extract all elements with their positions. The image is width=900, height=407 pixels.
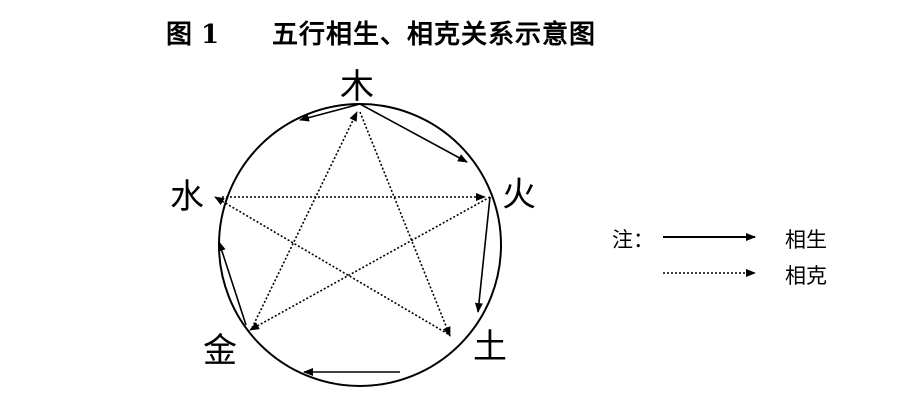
generating-arrow-wood-fire-1	[359, 103, 468, 163]
figure-number: 图 1	[166, 20, 220, 50]
generating-cycle-circle	[218, 103, 502, 387]
figure-title: 五行相生、相克关系示意图	[272, 20, 597, 50]
element-metal-label: 金	[203, 331, 237, 371]
overcoming-arrow-wood-earth	[359, 111, 451, 337]
element-earth-label: 土	[473, 327, 507, 367]
overcoming-arrow-metal-wood	[251, 111, 358, 329]
generating-arrow-fire-earth	[474, 196, 491, 313]
legend-note-label: 注：	[612, 228, 654, 252]
generating-arrow-wood-fire-2	[299, 103, 361, 122]
legend-overcoming-label: 相克	[785, 264, 827, 288]
overcoming-arrow-earth-water	[214, 196, 449, 335]
element-fire-label: 火	[502, 175, 536, 215]
overcoming-arrow-fire-metal	[249, 196, 491, 331]
element-wood-label: 木	[340, 67, 374, 107]
generating-arrow-metal-water	[217, 241, 247, 326]
element-water-label: 水	[170, 177, 204, 217]
legend-generating-label: 相生	[785, 228, 827, 252]
